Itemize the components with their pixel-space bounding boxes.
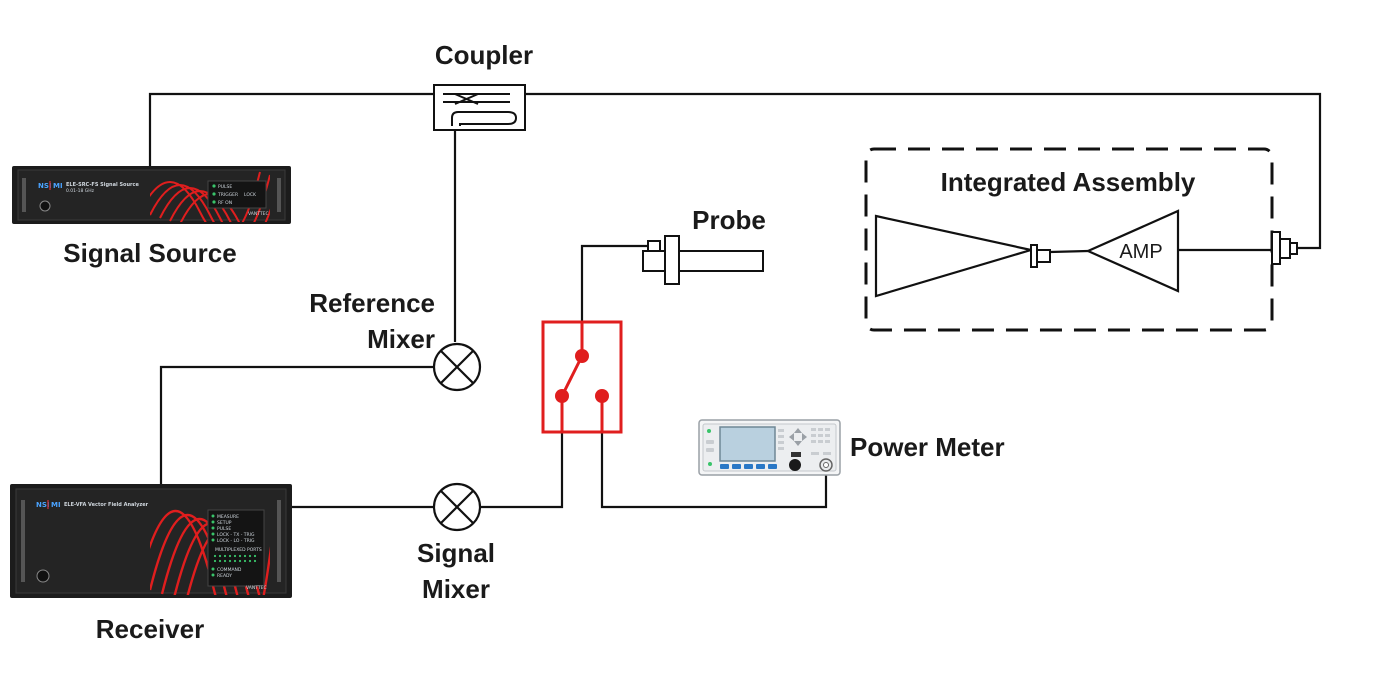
receiver-led-1: MEASURE <box>217 514 239 520</box>
power-meter-screen <box>719 426 776 462</box>
receiver-brand: VANTTEC <box>246 585 267 591</box>
probe-body <box>642 250 666 272</box>
receiver-status-1: COMMAND <box>217 567 242 573</box>
probe-waveguide <box>678 250 764 272</box>
rf-switch-contact-a <box>555 389 569 403</box>
power-meter-knob <box>789 459 801 471</box>
signal-source-power-knob <box>39 200 51 212</box>
reference-mixer-label-line1: Reference <box>309 288 435 318</box>
signal-mixer-label-line1: Signal <box>417 538 495 568</box>
signal-source-lock: LOCK <box>244 192 257 198</box>
signal-source-red-swirls <box>150 171 270 222</box>
wire-source-to-coupler <box>148 92 434 166</box>
receiver-led-5: LOCK - LO - TRIG <box>217 538 255 544</box>
receiver-model: ELE-VFA Vector Field Analyzer <box>64 502 149 508</box>
signal-source: NSI MI ELE-SRC-FS Signal Source 0.01-18 … <box>12 166 291 268</box>
signal-source-brand: VANTTEC <box>248 211 269 217</box>
probe-flange <box>664 235 680 285</box>
wire-switch-to-power-meter <box>600 432 828 509</box>
power-meter-label: Power Meter <box>850 432 1005 462</box>
receiver-led-4: LOCK - TX - TRIG <box>217 532 255 538</box>
rf-switch-contact-b <box>595 389 609 403</box>
signal-source-led-2: TRIGGER <box>217 192 238 198</box>
signal-source-label: Signal Source <box>63 238 236 268</box>
power-meter-softkeys <box>720 464 777 469</box>
amplifier-symbol <box>1085 209 1180 293</box>
wire-coupler-to-assembly <box>525 92 1322 250</box>
receiver-port-leds <box>213 554 257 563</box>
signal-mixer-label-line2: Mixer <box>422 574 490 604</box>
receiver-status-2: READY <box>217 573 232 579</box>
receiver-label: Receiver <box>96 614 204 644</box>
horn-antenna <box>874 214 1032 298</box>
rf-switch-common-contact <box>575 349 589 363</box>
amplifier-label: AMP <box>1119 241 1162 263</box>
rf-switch-arm <box>560 355 584 397</box>
signal-source-logo-left: NSI <box>38 182 52 190</box>
power-meter: Power Meter <box>698 419 1005 476</box>
signal-source-led-3: RF ON <box>218 200 232 206</box>
coupler-body <box>433 84 526 131</box>
receiver-ports-title: MULTIPLEXED PORTS <box>215 547 262 553</box>
reference-mixer-label-line2: Mixer <box>367 324 435 354</box>
wire-reference-mixer-to-receiver <box>159 365 434 485</box>
probe-label: Probe <box>692 205 766 235</box>
integrated-assembly-label: Integrated Assembly <box>941 167 1196 197</box>
wire-switch-to-probe <box>580 244 648 322</box>
probe-connector <box>647 240 661 252</box>
wiring <box>148 92 1322 509</box>
assembly-connector-flange <box>1271 231 1281 265</box>
reference-mixer: Reference Mixer <box>309 288 482 392</box>
coupler: Coupler <box>433 40 533 131</box>
rf-switch <box>541 320 623 434</box>
receiver: NSI MI ELE-VFA Vector Field Analyzer MEA… <box>10 484 292 644</box>
receiver-led-2: SETUP <box>217 520 232 526</box>
signal-source-range: 0.01-18 GHz <box>66 188 95 194</box>
receiver-logo-right: MI <box>51 501 61 509</box>
receiver-led-3: PULSE <box>217 526 231 532</box>
signal-mixer: Signal Mixer <box>417 482 495 604</box>
signal-source-led-1: PULSE <box>218 184 232 190</box>
integrated-assembly: Integrated Assembly AMP <box>864 147 1298 332</box>
receiver-logo-left: NSI <box>36 501 50 509</box>
signal-source-model: ELE-SRC-FS Signal Source <box>66 182 139 188</box>
signal-source-logo-right: MI <box>53 182 63 190</box>
power-meter-nav-pad <box>789 428 807 446</box>
receiver-power-knob <box>36 569 50 583</box>
probe: Probe <box>642 205 766 285</box>
wire-signal-mixer-to-switch <box>480 432 564 509</box>
assembly-connector-body <box>1279 238 1291 259</box>
coupler-label: Coupler <box>435 40 533 70</box>
